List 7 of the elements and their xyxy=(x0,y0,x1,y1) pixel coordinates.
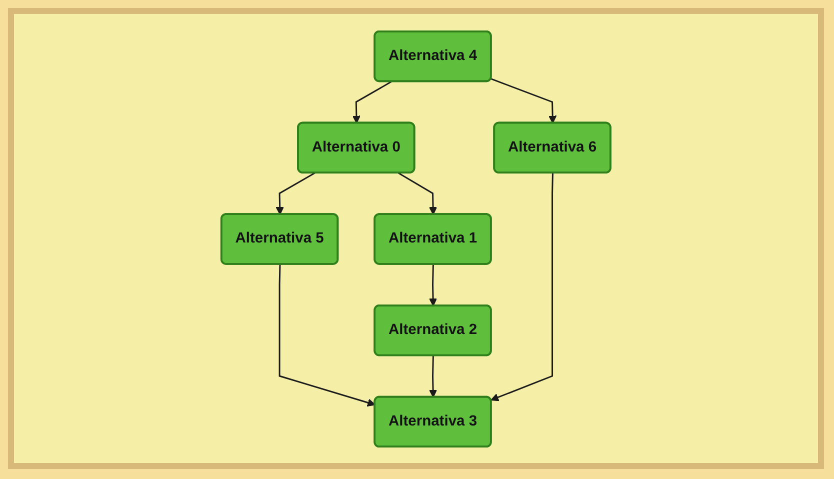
node-label: Alternativa 5 xyxy=(235,229,324,248)
node-label: Alternativa 6 xyxy=(508,138,597,157)
node-label: Alternativa 3 xyxy=(388,412,478,431)
node-label: Alternativa 0 xyxy=(312,138,401,157)
node-label: Alternativa 1 xyxy=(388,229,478,248)
node-label: Alternativa 2 xyxy=(388,320,478,340)
node-label: Alternativa 4 xyxy=(388,46,478,66)
